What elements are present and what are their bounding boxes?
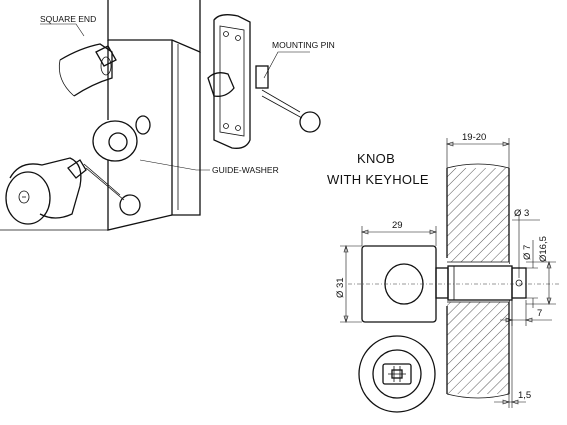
title-line1: KNOB bbox=[357, 151, 395, 166]
svg-text:Ø 31: Ø 31 bbox=[335, 277, 346, 298]
dim-door-thickness: 19-20 bbox=[446, 132, 510, 168]
mounting-pin-ring bbox=[299, 111, 321, 133]
knob-front bbox=[358, 335, 436, 413]
pin-hole bbox=[515, 279, 523, 287]
svg-text:1,5: 1,5 bbox=[518, 390, 531, 401]
dim-end-diameter: Ø16,5 bbox=[526, 236, 556, 305]
square-end-label: SQUARE END bbox=[40, 14, 96, 24]
pull-ring bbox=[119, 194, 141, 216]
lock-body bbox=[207, 14, 321, 149]
section-view: KNOB WITH KEYHOLE bbox=[327, 132, 560, 413]
dim-knob-width: 29 bbox=[361, 220, 437, 246]
mounting-pin-leader bbox=[263, 51, 310, 79]
svg-text:Ø 7: Ø 7 bbox=[522, 245, 533, 260]
dim-plate-thickness: 1,5 bbox=[494, 300, 531, 408]
dim-pin-diameter: Ø 3 bbox=[512, 208, 540, 278]
square-end-leader bbox=[40, 23, 85, 37]
svg-text:19-20: 19-20 bbox=[462, 132, 486, 143]
exploded-view: SQUARE END MOUNTING PIN GUIDE-WASHER bbox=[0, 0, 335, 231]
mounting-pin-label: MOUNTING PIN bbox=[272, 40, 335, 50]
door-section bbox=[446, 163, 510, 399]
keyhole-front-icon bbox=[391, 369, 403, 379]
dim-shaft-diameter: Ø 7 bbox=[522, 240, 538, 308]
guide-washer-leader bbox=[139, 159, 210, 171]
svg-text:Ø 3: Ø 3 bbox=[514, 208, 529, 219]
guide-washer bbox=[92, 120, 138, 162]
svg-text:Ø16,5: Ø16,5 bbox=[538, 236, 549, 262]
door-panel bbox=[0, 0, 201, 231]
square-end-spindle bbox=[58, 43, 117, 97]
door-hole bbox=[135, 115, 151, 135]
dim-knob-diameter: Ø 31 bbox=[335, 245, 362, 323]
title-line2: WITH KEYHOLE bbox=[327, 172, 429, 187]
guide-washer-label: GUIDE-WASHER bbox=[212, 165, 279, 175]
svg-text:7: 7 bbox=[537, 308, 542, 319]
keyhole-icon bbox=[18, 190, 30, 204]
svg-text:29: 29 bbox=[392, 220, 403, 231]
knob-iso bbox=[5, 157, 141, 225]
